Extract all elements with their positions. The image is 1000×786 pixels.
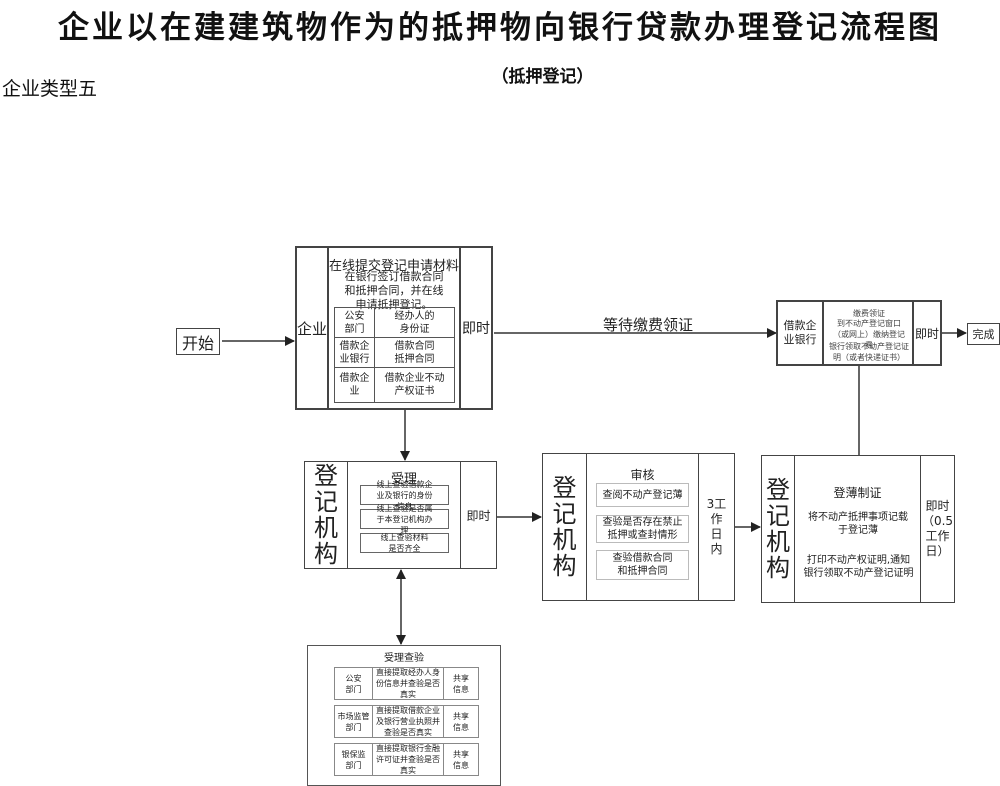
finish-node: 完成 xyxy=(967,323,1000,345)
material-item: 借款企业不动产权证书 xyxy=(384,373,445,397)
register-title: 登薄制证 xyxy=(833,486,882,500)
material-item: 经办人的身份证 xyxy=(375,308,454,338)
submit-actor-cell: 企业 xyxy=(297,248,329,408)
step-register-box: 登记机构 登薄制证 将不动产抵押事项记载于登记薄 打印不动产权证明,通知银行领取… xyxy=(761,455,955,603)
verify-title: 受理查验 xyxy=(384,653,424,664)
register-line: 打印不动产权证明,通知银行领取不动产登记证明 xyxy=(803,555,914,579)
accept-time: 即时 xyxy=(466,508,491,523)
review-check: 查验是否存在禁止抵押或查封情形 xyxy=(596,515,689,543)
fee-actor-cell: 借款企业银行 xyxy=(778,302,824,364)
review-check: 查阅不动产登记薄 xyxy=(596,483,689,507)
wait-fee-label: 等待缴费领证 xyxy=(603,316,694,334)
fee-line: 银行领取不动产登记证明（或者快递证书） xyxy=(829,342,909,362)
submit-description: 在银行签订借款合同和抵押合同，并在线申请抵押登记。 xyxy=(344,270,444,311)
diagram-title: 企业以在建建筑物作为的抵押物向银行贷款办理登记流程图 xyxy=(58,10,942,46)
register-line: 将不动产抵押事项记载于登记薄 xyxy=(808,512,908,536)
step-accept-box: 登记机构 受理 线上查验借款企业及银行的身份信息 线上查验是否属于本登记机构办理… xyxy=(304,461,497,569)
start-node: 开始 xyxy=(176,328,220,355)
verify-dept: 市场监管部门 xyxy=(335,706,373,737)
fee-line: 到不动产登记窗口（或网上）缴纳登记费 xyxy=(833,319,905,350)
register-time-cell: 即时（0.5工作日） xyxy=(920,456,954,602)
finish-label: 完成 xyxy=(972,328,995,341)
submit-time: 即时 xyxy=(462,321,490,337)
review-actor-cell: 登记机构 xyxy=(543,454,587,600)
verify-row: 市场监管部门 直接提取借款企业及银行营业执照并查验是否真实 共享信息 xyxy=(334,705,479,738)
submit-time-cell: 即时 xyxy=(459,248,491,408)
review-check: 查验借款合同和抵押合同 xyxy=(596,550,689,580)
register-actor: 登记机构 xyxy=(766,476,790,582)
enterprise-type-label: 企业类型五 xyxy=(2,78,98,100)
verify-action: 直接提取借款企业及银行营业执照并查验是否真实 xyxy=(373,706,444,737)
verify-row: 银保监部门 直接提取银行金融许可证并查验是否真实 共享信息 xyxy=(334,743,479,776)
material-item: 借款合同抵押合同 xyxy=(375,338,454,368)
review-title: 审核 xyxy=(630,468,655,482)
material-source: 借款企业银行 xyxy=(335,338,375,368)
verify-row: 公安部门 直接提取经办人身份信息并查验是否真实 共享信息 xyxy=(334,667,479,700)
submit-title: 在线提交登记申请材料 xyxy=(329,259,460,274)
step-fee-box: 借款企业银行 缴费领证 到不动产登记窗口（或网上）缴纳登记费 银行领取不动产登记… xyxy=(776,300,942,366)
verify-dept: 公安部门 xyxy=(335,668,373,699)
verify-action: 直接提取银行金融许可证并查验是否真实 xyxy=(373,744,444,775)
review-time-cell: 3工作日内 xyxy=(698,454,734,600)
accept-check: 线上查验材料是否齐全 xyxy=(360,533,449,553)
review-actor: 登记机构 xyxy=(552,474,577,580)
step-verify-shared-box: 受理查验 公安部门 直接提取经办人身份信息并查验是否真实 共享信息 市场监管部门… xyxy=(307,645,501,786)
diagram-subtitle: （抵押登记） xyxy=(491,67,594,87)
accept-actor: 登记机构 xyxy=(314,462,338,568)
material-source: 公安部门 xyxy=(335,308,375,338)
register-time: 即时（0.5工作日） xyxy=(921,499,954,558)
register-actor-cell: 登记机构 xyxy=(762,456,795,602)
verify-mode: 共享信息 xyxy=(453,673,469,694)
submit-actor: 企业 xyxy=(297,319,328,338)
material-source: 借款企业 xyxy=(335,368,375,402)
fee-time: 即时 xyxy=(914,326,939,341)
verify-dept: 银保监部门 xyxy=(335,744,373,775)
accept-actor-cell: 登记机构 xyxy=(305,462,348,568)
step-review-box: 登记机构 审核 查阅不动产登记薄 查验是否存在禁止抵押或查封情形 查验借款合同和… xyxy=(542,453,735,601)
verify-mode: 共享信息 xyxy=(453,749,469,770)
fee-line: 缴费领证 xyxy=(853,309,885,318)
review-time: 3工作日内 xyxy=(706,497,727,556)
submit-materials-table: 公安部门 经办人的身份证 借款企业银行 借款合同抵押合同 借款企业 借款企业不动… xyxy=(334,307,455,403)
fee-actor: 借款企业银行 xyxy=(783,319,817,346)
step-submit-box: 企业 即时 在线提交登记申请材料 在银行签订借款合同和抵押合同，并在线申请抵押登… xyxy=(295,246,493,410)
verify-mode: 共享信息 xyxy=(453,711,469,732)
verify-action: 直接提取经办人身份信息并查验是否真实 xyxy=(373,668,444,699)
accept-time-cell: 即时 xyxy=(460,462,496,568)
start-label: 开始 xyxy=(181,333,214,353)
fee-time-cell: 即时 xyxy=(912,302,940,364)
accept-title: 受理 xyxy=(390,472,417,487)
accept-check: 线上查验是否属于本登记机构办理 xyxy=(360,504,449,535)
